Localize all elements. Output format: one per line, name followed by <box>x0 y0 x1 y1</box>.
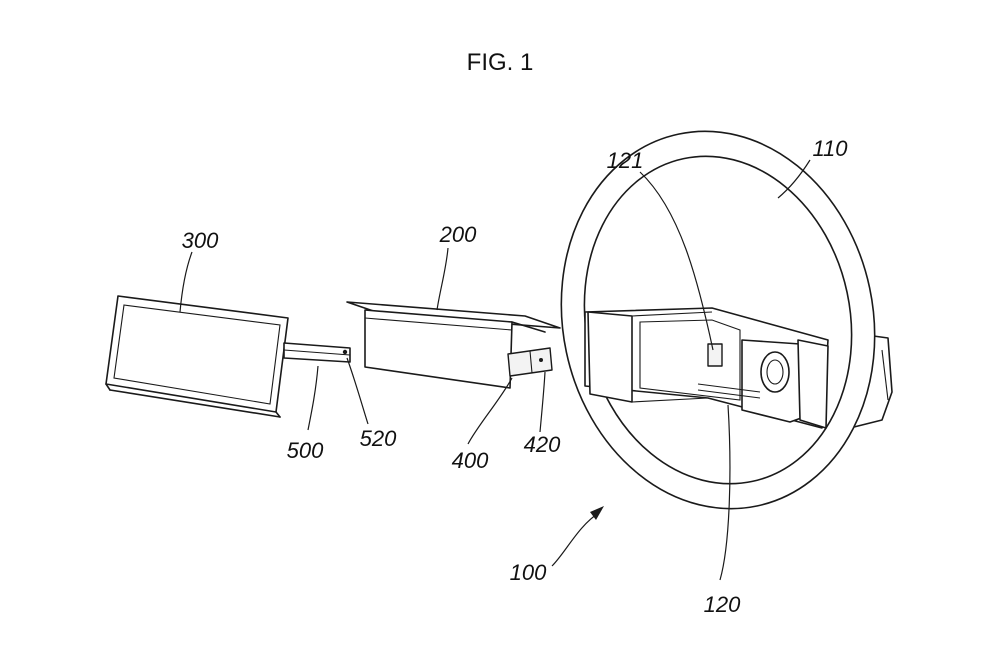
label-420: 420 <box>524 432 561 457</box>
display-panel <box>105 295 289 418</box>
label-520: 520 <box>360 426 397 451</box>
label-121: 121 <box>607 148 644 173</box>
figure-title: FIG. 1 <box>467 49 534 76</box>
label-300: 300 <box>182 228 219 253</box>
label-400: 400 <box>452 448 489 473</box>
label-120: 120 <box>704 592 741 617</box>
label-110: 110 <box>812 136 848 161</box>
label-100: 100 <box>510 560 547 585</box>
bracket <box>507 347 553 377</box>
hub-assembly <box>584 307 829 429</box>
connector-bar <box>283 342 351 363</box>
housing-box <box>346 301 561 389</box>
label-500: 500 <box>287 438 324 463</box>
leader-lines <box>179 159 811 581</box>
label-200: 200 <box>439 222 477 247</box>
